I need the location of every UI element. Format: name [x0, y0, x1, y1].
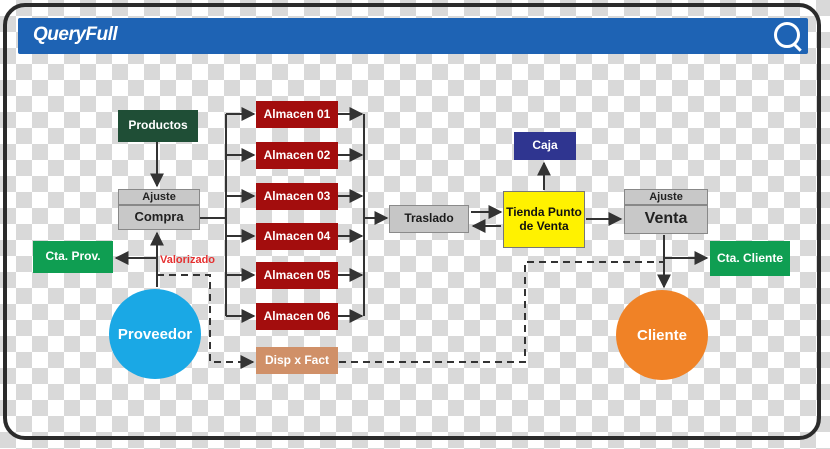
tienda-punto-de-venta-box: Tienda Punto de Venta: [503, 191, 585, 248]
almacen-06-box: Almacen 06: [256, 303, 338, 330]
venta-box: Venta: [624, 205, 708, 234]
caja-box: Caja: [514, 132, 576, 160]
traslado-box: Traslado: [389, 205, 469, 233]
cta-prov-box: Cta. Prov.: [33, 241, 113, 273]
proveedor-circle: Proveedor: [109, 289, 201, 379]
disp-x-fact-box: Disp x Fact: [256, 347, 338, 374]
header-bar: QueryFull: [18, 18, 808, 54]
diagram-frame: [3, 3, 821, 440]
almacen-03-box: Almacen 03: [256, 183, 338, 210]
ajuste-compra-label: Ajuste: [118, 189, 200, 205]
valorizado-label: Valorizado: [160, 254, 216, 266]
almacen-05-box: Almacen 05: [256, 262, 338, 289]
cta-cliente-box: Cta. Cliente: [710, 241, 790, 276]
cliente-circle: Cliente: [616, 290, 708, 380]
queryfull-logo: QueryFull: [33, 24, 118, 45]
almacen-01-box: Almacen 01: [256, 101, 338, 128]
almacen-04-box: Almacen 04: [256, 223, 338, 250]
search-logo-icon: [774, 22, 800, 48]
almacen-02-box: Almacen 02: [256, 142, 338, 169]
productos-box: Productos: [118, 110, 198, 142]
disp-to-cliente-dashed-arrow: [339, 261, 664, 363]
valorizado-dashed-arrow: [157, 274, 255, 369]
ajuste-venta-label: Ajuste: [624, 189, 708, 205]
compra-box: Compra: [118, 205, 200, 230]
